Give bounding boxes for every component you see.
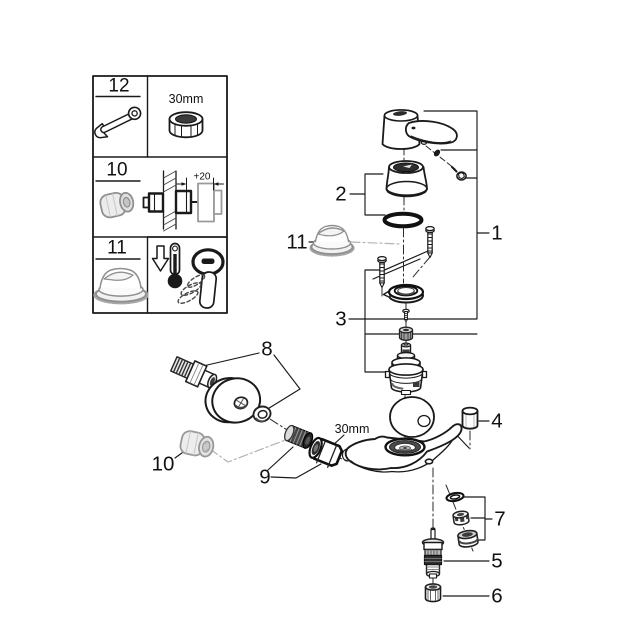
- callout-1: 1: [491, 222, 502, 245]
- thermometer-icon: [167, 242, 183, 289]
- extension-dimension-label: +20: [194, 172, 211, 183]
- callout-2: 2: [335, 183, 346, 206]
- callout-7-bracket: [463, 496, 493, 541]
- callout-9-leaders: [267, 446, 322, 479]
- lever-handle: [381, 109, 458, 150]
- callout-6: 6: [491, 585, 502, 608]
- mounting-nut-size-label: 30mm: [335, 422, 370, 436]
- legend-number-10: 10: [106, 160, 127, 181]
- fixing-screw-left: [377, 255, 387, 289]
- dome-cap: [385, 160, 428, 198]
- cover-cap: [309, 224, 355, 257]
- legend-box: 12 30mm 10: [92, 75, 228, 314]
- callout-10: 10: [152, 453, 175, 476]
- warm-water-instruction-icon: [151, 242, 225, 309]
- aerator: [457, 529, 479, 548]
- filter-insert: [283, 424, 314, 449]
- nut-30mm-icon: [168, 111, 204, 139]
- fixing-screw-right: [425, 225, 435, 259]
- callout-1-bracket: [348, 110, 478, 320]
- cartridge-seat: [384, 437, 426, 457]
- dimension-plus20: +20: [176, 172, 224, 191]
- o-ring: [382, 211, 424, 229]
- legend-row-10: 10 +20: [95, 160, 224, 232]
- cartridge: [384, 342, 428, 396]
- legend-row-11: 11: [93, 238, 225, 309]
- lever-handle-icon: [177, 248, 225, 309]
- callout-7: 7: [494, 508, 505, 531]
- callout-3: 3: [335, 308, 346, 331]
- s-union: [170, 356, 218, 389]
- aerator-washer: [445, 491, 465, 503]
- escutcheon: [204, 376, 262, 424]
- cartridge-flange-ring: [382, 283, 425, 304]
- cap-axis-grey: [209, 438, 289, 463]
- handle-screw: [451, 166, 467, 181]
- legend-row-12: 12 30mm: [94, 76, 204, 139]
- wall-mounting-diagram: +20: [142, 170, 224, 232]
- callout-5: 5: [491, 550, 502, 573]
- washer: [252, 405, 272, 423]
- legend-number-11: 11: [107, 238, 127, 259]
- aerator-ring: [452, 510, 470, 526]
- cover-cap-icon: [93, 267, 149, 305]
- legend-nut-size-label: 30mm: [169, 92, 204, 106]
- hand-icon: [177, 274, 206, 304]
- callout-8: 8: [261, 338, 272, 361]
- handle-screw-plug: [433, 149, 441, 157]
- set-screw: [402, 308, 410, 323]
- cap11-axis-grey: [350, 241, 402, 245]
- centerlines: [209, 145, 474, 585]
- diverter-knob-hole: [424, 458, 434, 465]
- legend-number-12: 12: [108, 76, 129, 97]
- callout-8-leaders: [202, 352, 301, 411]
- callout-3-bracket: [364, 269, 478, 373]
- handle-slot: [393, 111, 407, 116]
- callout-4: 4: [491, 410, 502, 433]
- cap-grey: [179, 430, 215, 458]
- handle-screw-axis: [425, 145, 456, 170]
- callout-9: 9: [259, 466, 270, 489]
- wrench-icon: [94, 106, 142, 139]
- mounting-nut-30mm: [308, 436, 344, 468]
- extension-nipple-icon: [99, 191, 135, 219]
- mixer-body: [341, 396, 463, 473]
- adapter-nut: [398, 326, 414, 341]
- outlet-nut: [424, 583, 442, 603]
- plug: [461, 406, 479, 430]
- callout-2-bracket: [364, 173, 386, 216]
- down-arrow-icon: [151, 245, 170, 272]
- callout-numbers: 1 2 3 4 5 6 7 8 9 10 11 30mm: [152, 183, 506, 608]
- diverter-cartridge: [421, 527, 445, 579]
- callout-11: 11: [286, 231, 307, 254]
